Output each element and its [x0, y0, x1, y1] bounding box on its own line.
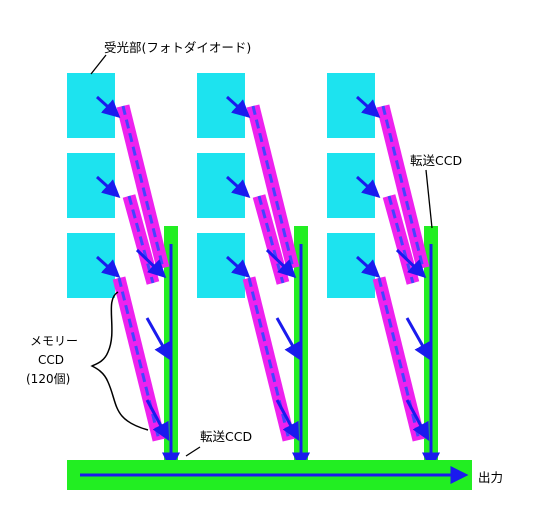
memory-to-vertical-arrow [275, 317, 302, 361]
memory-to-vertical-arrow [395, 248, 427, 279]
memory-ccd-label-line1: メモリー [30, 334, 78, 348]
photodiode-transfer-arrow [225, 255, 251, 279]
horizontal-ccd-label: 転送CCD [200, 429, 252, 444]
photodiode-transfer-arrow [95, 255, 121, 279]
memory-to-vertical-arrow [405, 317, 432, 361]
memory-to-vertical-arrow [275, 399, 300, 441]
callout-lines [90, 54, 433, 457]
photodiode-transfer-arrow [225, 175, 251, 199]
memory-to-vertical-arrow [145, 399, 170, 441]
ccd-column [327, 73, 440, 471]
photodiode-transfer-arrow [355, 255, 381, 279]
photodiode-transfer-arrow [355, 95, 381, 119]
memory-to-vertical-arrow [265, 248, 297, 279]
horizontal-transfer-ccd-group [67, 460, 472, 490]
memory-ccd-brace [90, 291, 149, 431]
memory-ccd-strip [116, 104, 170, 270]
photodiode-transfer-arrow [355, 175, 381, 199]
memory-ccd-label-line3: (120個) [26, 372, 70, 386]
memory-ccd-strip [246, 104, 300, 270]
ccd-column [67, 73, 180, 471]
memory-ccd-label-line2: CCD [38, 353, 64, 367]
memory-to-vertical-arrow [405, 399, 430, 441]
photodiode-transfer-arrow [225, 95, 251, 119]
photodiode-callout-line [90, 54, 107, 75]
memory-to-vertical-arrow [135, 248, 167, 279]
horizontal-ccd-callout-line [185, 446, 201, 457]
photodiode-transfer-arrow [95, 95, 121, 119]
memory-to-vertical-arrow [145, 317, 172, 361]
vertical-ccd-label: 転送CCD [410, 153, 462, 168]
memory-ccd-strip [376, 104, 430, 270]
ccd-column [197, 73, 310, 471]
photodiode-label: 受光部(フォトダイオード) [104, 40, 251, 55]
output-label: 出力 [478, 470, 503, 485]
photodiode-transfer-arrow [95, 175, 121, 199]
vertical-ccd-callout-line [425, 169, 433, 229]
ccd-columns [67, 73, 440, 471]
